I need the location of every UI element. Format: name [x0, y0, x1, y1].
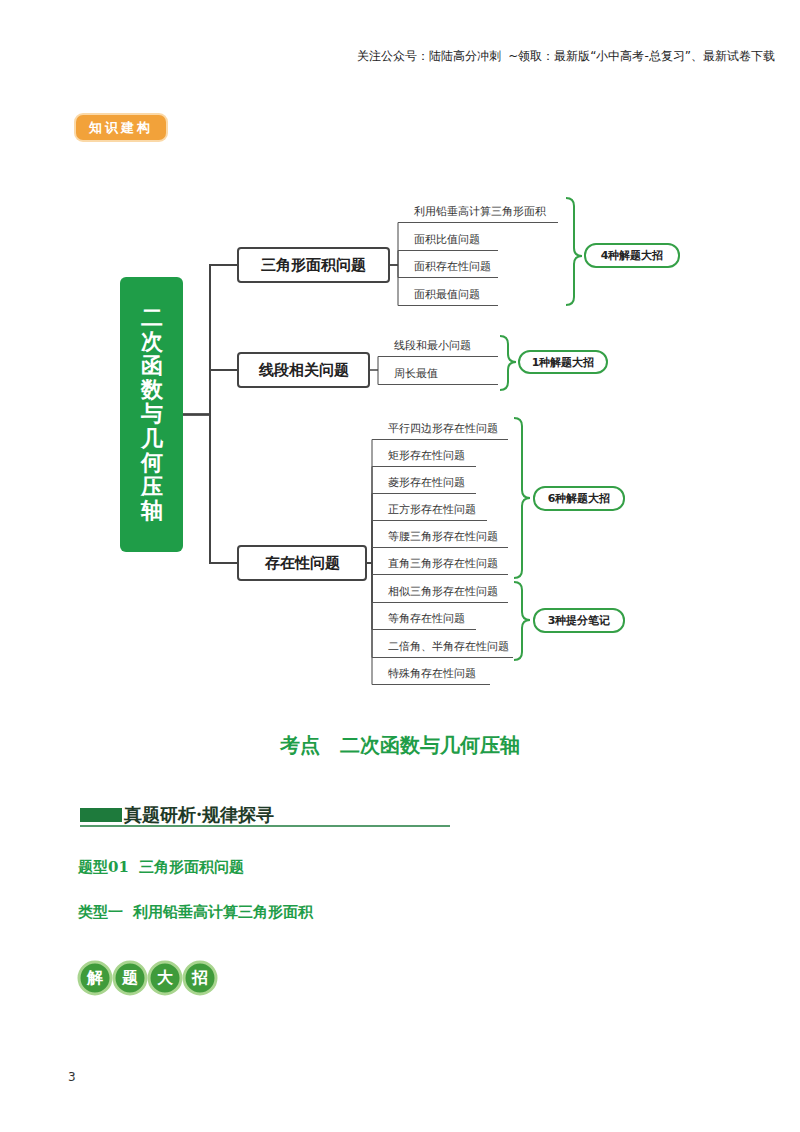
tree-connector [183, 370, 237, 415]
node-text: 矩形存在性问题 [388, 449, 465, 463]
section-banner: 真题研析·规律探寻 [124, 803, 274, 827]
brace-group [500, 198, 582, 660]
node-text: 1种解题大招 [532, 355, 595, 370]
node-text: 4种解题大招 [601, 248, 664, 263]
node-text: 面积存在性问题 [414, 260, 491, 274]
leaf-item: 利用铅垂高计算三角形面积 [398, 201, 558, 223]
node-text: 周长最值 [394, 367, 438, 381]
banner-block [80, 808, 122, 822]
leaf-item: 直角三角形存在性问题 [372, 553, 508, 575]
node-text: 知识建构 [89, 119, 153, 137]
node-text: 特殊角存在性问题 [388, 667, 476, 681]
node-text: 正方形存在性问题 [388, 503, 476, 517]
header-note: 关注公众号：陆陆高分冲刺 ~领取：最新版“小中高考-总复习”、最新试卷下载 [357, 48, 775, 65]
category-box: 存在性问题 [237, 545, 367, 581]
node-text: 面积最值问题 [414, 288, 480, 302]
curly-brace [514, 582, 530, 660]
root-box: 二次函数与几何压轴 [120, 277, 183, 552]
tree-connector [183, 265, 237, 415]
category-box: 线段相关问题 [237, 352, 370, 388]
node-text: 3种提分笔记 [548, 613, 611, 628]
type-heading: 题型01 三角形面积问题 [78, 858, 244, 877]
node-text: 相似三角形存在性问题 [388, 585, 498, 599]
category-box: 三角形面积问题 [237, 247, 390, 283]
leaf-item: 周长最值 [378, 363, 498, 385]
tree-connector [390, 251, 398, 266]
leaf-item: 面积存在性问题 [398, 256, 498, 278]
node-text: 面积比值问题 [414, 233, 480, 247]
leaf-item: 面积最值问题 [398, 284, 498, 306]
tree-connector [390, 265, 398, 306]
leaf-item: 等腰三角形存在性问题 [372, 526, 508, 548]
banner-rule [80, 825, 450, 827]
tip-callout: 4种解题大招 [584, 243, 680, 268]
tree-connector [370, 370, 378, 385]
page-number: 3 [68, 1070, 76, 1084]
node-text: 线段相关问题 [259, 361, 349, 380]
node-text: 线段和最小问题 [394, 339, 471, 353]
node-text: 存在性问题 [265, 554, 340, 573]
curly-brace [566, 198, 582, 305]
tip-callout: 3种提分笔记 [533, 608, 625, 633]
node-text: 平行四边形存在性问题 [388, 422, 498, 436]
leaf-item: 矩形存在性问题 [372, 445, 476, 467]
tip-callout: 1种解题大招 [518, 350, 608, 374]
node-text: 等腰三角形存在性问题 [388, 530, 498, 544]
tree-connector [390, 223, 398, 266]
node-text: 三角形面积问题 [261, 256, 366, 275]
section-badge: 知识建构 [76, 115, 166, 140]
node-text: 解题大招 [87, 968, 227, 989]
node-text: 二次函数与几何压轴 [141, 306, 163, 524]
curly-brace [500, 336, 516, 390]
leaf-item: 线段和最小问题 [378, 335, 498, 357]
tree-connector [370, 357, 378, 371]
curly-brace [514, 418, 530, 578]
node-text: 利用铅垂高计算三角形面积 [414, 205, 546, 219]
page-title: 考点 二次函数与几何压轴 [0, 732, 800, 759]
leaf-item: 面积比值问题 [398, 229, 498, 251]
leaf-item: 二倍角、半角存在性问题 [372, 636, 513, 658]
leaf-item: 相似三角形存在性问题 [372, 581, 508, 603]
tree-connector [390, 265, 398, 278]
leaf-item: 等角存在性问题 [372, 608, 476, 630]
leaf-item: 菱形存在性问题 [372, 472, 476, 494]
leaf-item: 特殊角存在性问题 [372, 663, 490, 685]
node-text: 等角存在性问题 [388, 612, 465, 626]
leaf-item: 平行四边形存在性问题 [372, 418, 508, 440]
node-text: 6种解题大招 [548, 491, 611, 506]
node-text: 二倍角、半角存在性问题 [388, 640, 509, 654]
leaf-item: 正方形存在性问题 [372, 499, 487, 521]
node-text: 直角三角形存在性问题 [388, 557, 498, 571]
tip-callout: 6种解题大招 [533, 486, 625, 511]
subtype-heading: 类型一 利用铅垂高计算三角形面积 [78, 903, 313, 922]
tree-connector [183, 415, 237, 564]
method-badge: 解题大招 [87, 966, 227, 990]
node-text: 菱形存在性问题 [388, 476, 465, 490]
